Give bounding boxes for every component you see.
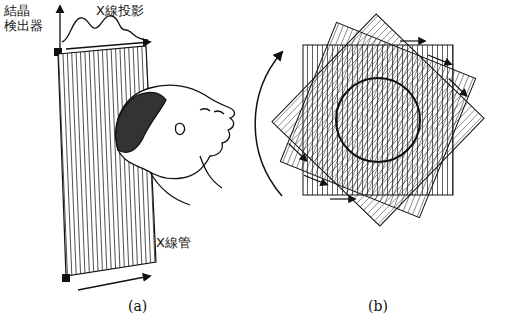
beam-line xyxy=(93,40,103,290)
beam-line xyxy=(89,40,99,290)
panel-caption: (b) xyxy=(368,298,388,314)
beam-line xyxy=(71,40,81,290)
beam-line xyxy=(102,40,112,290)
xray-tube xyxy=(62,274,70,282)
beam-line xyxy=(120,40,130,290)
scan-grid xyxy=(279,19,477,222)
beam-line xyxy=(84,40,94,290)
beam-line xyxy=(124,40,134,290)
rotation-arrow xyxy=(255,52,282,196)
beam-line xyxy=(58,40,68,290)
beam-line xyxy=(67,40,77,290)
scan-arrow xyxy=(78,276,150,290)
beam-line xyxy=(106,40,116,290)
beam-line xyxy=(62,40,72,290)
rotated-scans xyxy=(269,11,487,229)
beam-line xyxy=(115,40,125,290)
part-label: 結晶 検出器 xyxy=(4,4,44,34)
patient-head xyxy=(116,85,235,205)
beam-line xyxy=(76,40,86,290)
beam-line xyxy=(80,40,90,290)
beam-line xyxy=(111,40,121,290)
part-label: X線投影 xyxy=(96,4,144,19)
object-circle xyxy=(336,78,420,162)
scan-grid xyxy=(269,11,487,229)
part-label: X線管 xyxy=(156,236,191,251)
panel-caption: (a) xyxy=(128,298,147,314)
beam-line xyxy=(98,40,108,290)
